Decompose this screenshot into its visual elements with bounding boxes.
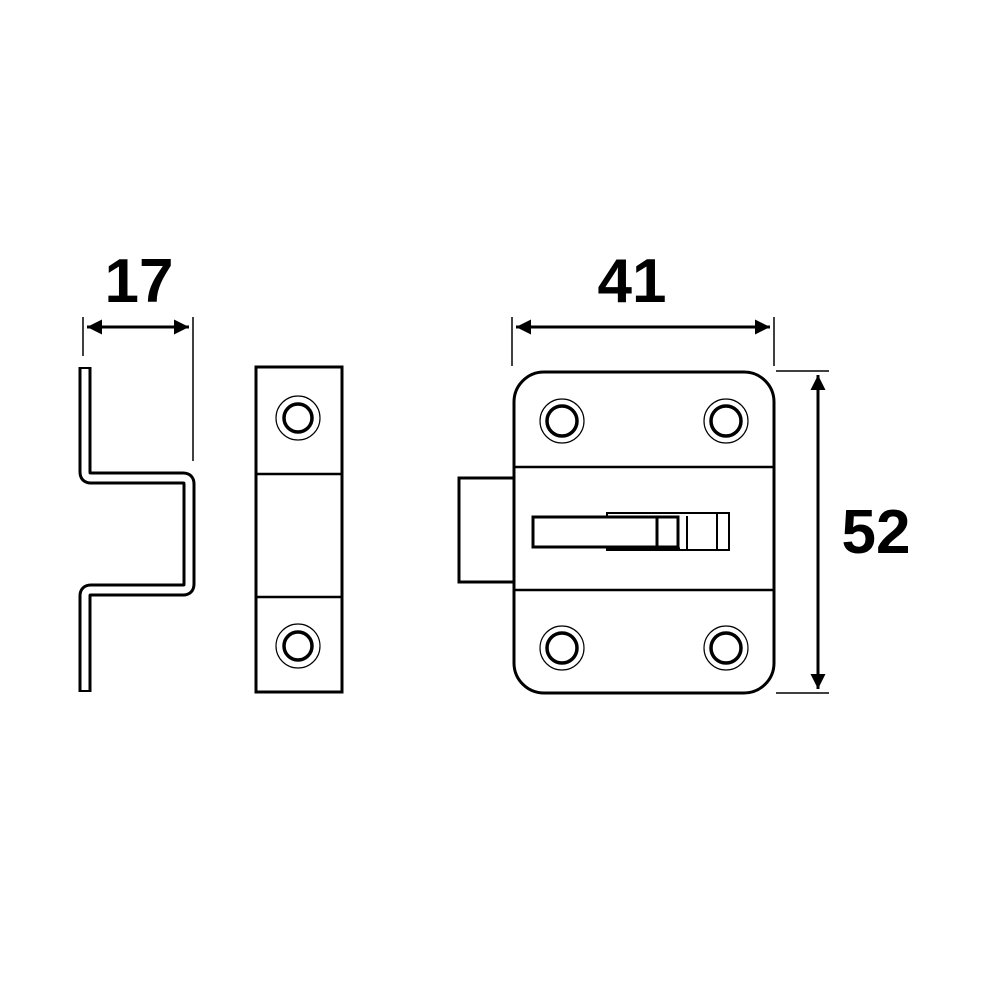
keep-front-view: [254, 365, 344, 694]
dimension-height: 52: [776, 370, 911, 694]
latch-bolt: [457, 476, 517, 584]
width-label: 41: [598, 247, 667, 316]
latch-front-view: [457, 370, 776, 695]
screw-hole-icon: [275, 623, 321, 669]
screw-hole-icon: [703, 625, 749, 671]
dimension-width: 41: [511, 247, 775, 366]
depth-label: 17: [105, 247, 174, 316]
screw-hole-icon: [703, 398, 749, 444]
slide-knob: [531, 512, 730, 551]
screw-hole-icon: [539, 398, 585, 444]
height-label: 52: [842, 498, 911, 567]
screw-hole-icon: [275, 395, 321, 441]
screw-hole-icon: [539, 625, 585, 671]
dimension-depth: 17: [82, 247, 194, 461]
keep-side-profile: [78, 367, 196, 692]
